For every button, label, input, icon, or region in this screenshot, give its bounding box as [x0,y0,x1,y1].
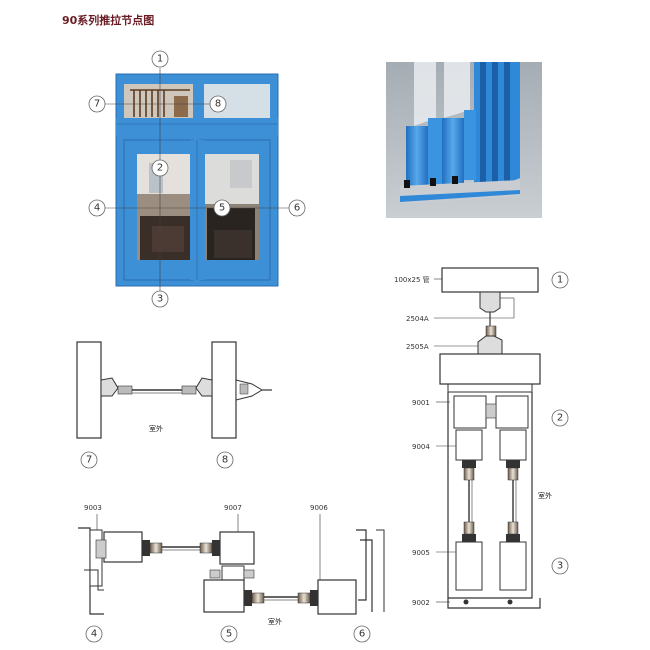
callout-8-node: 8 [216,451,234,469]
callout-4-text: 4 [94,203,100,214]
label-9003: 9003 [84,504,102,512]
callout-7-node-text: 7 [86,455,92,466]
callout-1-text: 1 [157,54,163,65]
label-9002: 9002 [412,599,430,607]
callout-4-node-text: 4 [91,629,97,640]
callout-2-vertical: 2 [551,409,569,427]
label-9005: 9005 [412,549,430,557]
callout-1: 1 [151,50,169,68]
profile-3d-image [386,62,542,218]
page-title: 90系列推拉节点图 [62,14,155,27]
callout-2: 2 [151,159,169,177]
label-9006: 9006 [310,504,328,512]
callout-7-text: 7 [94,99,100,110]
label-9007: 9007 [224,504,242,512]
callout-3-vertical-text: 3 [557,561,563,572]
callout-8-text: 8 [215,99,221,110]
label-9001: 9001 [412,399,430,407]
callout-6-text: 6 [294,203,300,214]
callout-3: 3 [151,290,169,308]
vertical-section-1-2-3: 100x25 管 2504A 2505A 9001 9004 [394,267,552,609]
window-elevation [98,68,296,292]
callout-2-vertical-text: 2 [557,413,563,424]
callout-6-node: 6 [353,625,371,643]
callout-3-text: 3 [157,294,163,305]
callout-7: 7 [88,95,106,113]
callout-7-node: 7 [80,451,98,469]
callout-8: 8 [209,95,227,113]
outdoor-label-vertical: 室外 [538,491,552,500]
callout-8-node-text: 8 [222,455,228,466]
callout-1-vertical-text: 1 [557,275,563,286]
label-2505A: 2505A [406,343,429,351]
callout-3-vertical: 3 [551,557,569,575]
node-7-8-section: 室外 [76,341,272,439]
callout-6: 6 [288,199,306,217]
callout-6-node-text: 6 [359,629,365,640]
callout-5-node: 5 [220,625,238,643]
callout-4: 4 [88,199,106,217]
label-9004: 9004 [412,443,430,451]
callout-4-node: 4 [85,625,103,643]
callout-1-vertical: 1 [551,271,569,289]
callout-5: 5 [213,199,231,217]
outdoor-label-7-8: 室外 [149,424,163,433]
outdoor-label-4-5-6: 室外 [268,617,282,626]
callout-5-text: 5 [219,203,225,214]
stair-railing-image [130,89,190,117]
callout-5-node-text: 5 [226,629,232,640]
node-4-5-6-section: 9003 9007 9006 室外 [78,504,385,626]
label-pipe: 100x25 管 [394,275,430,284]
label-2504A: 2504A [406,315,429,323]
callout-2-text: 2 [157,163,163,174]
